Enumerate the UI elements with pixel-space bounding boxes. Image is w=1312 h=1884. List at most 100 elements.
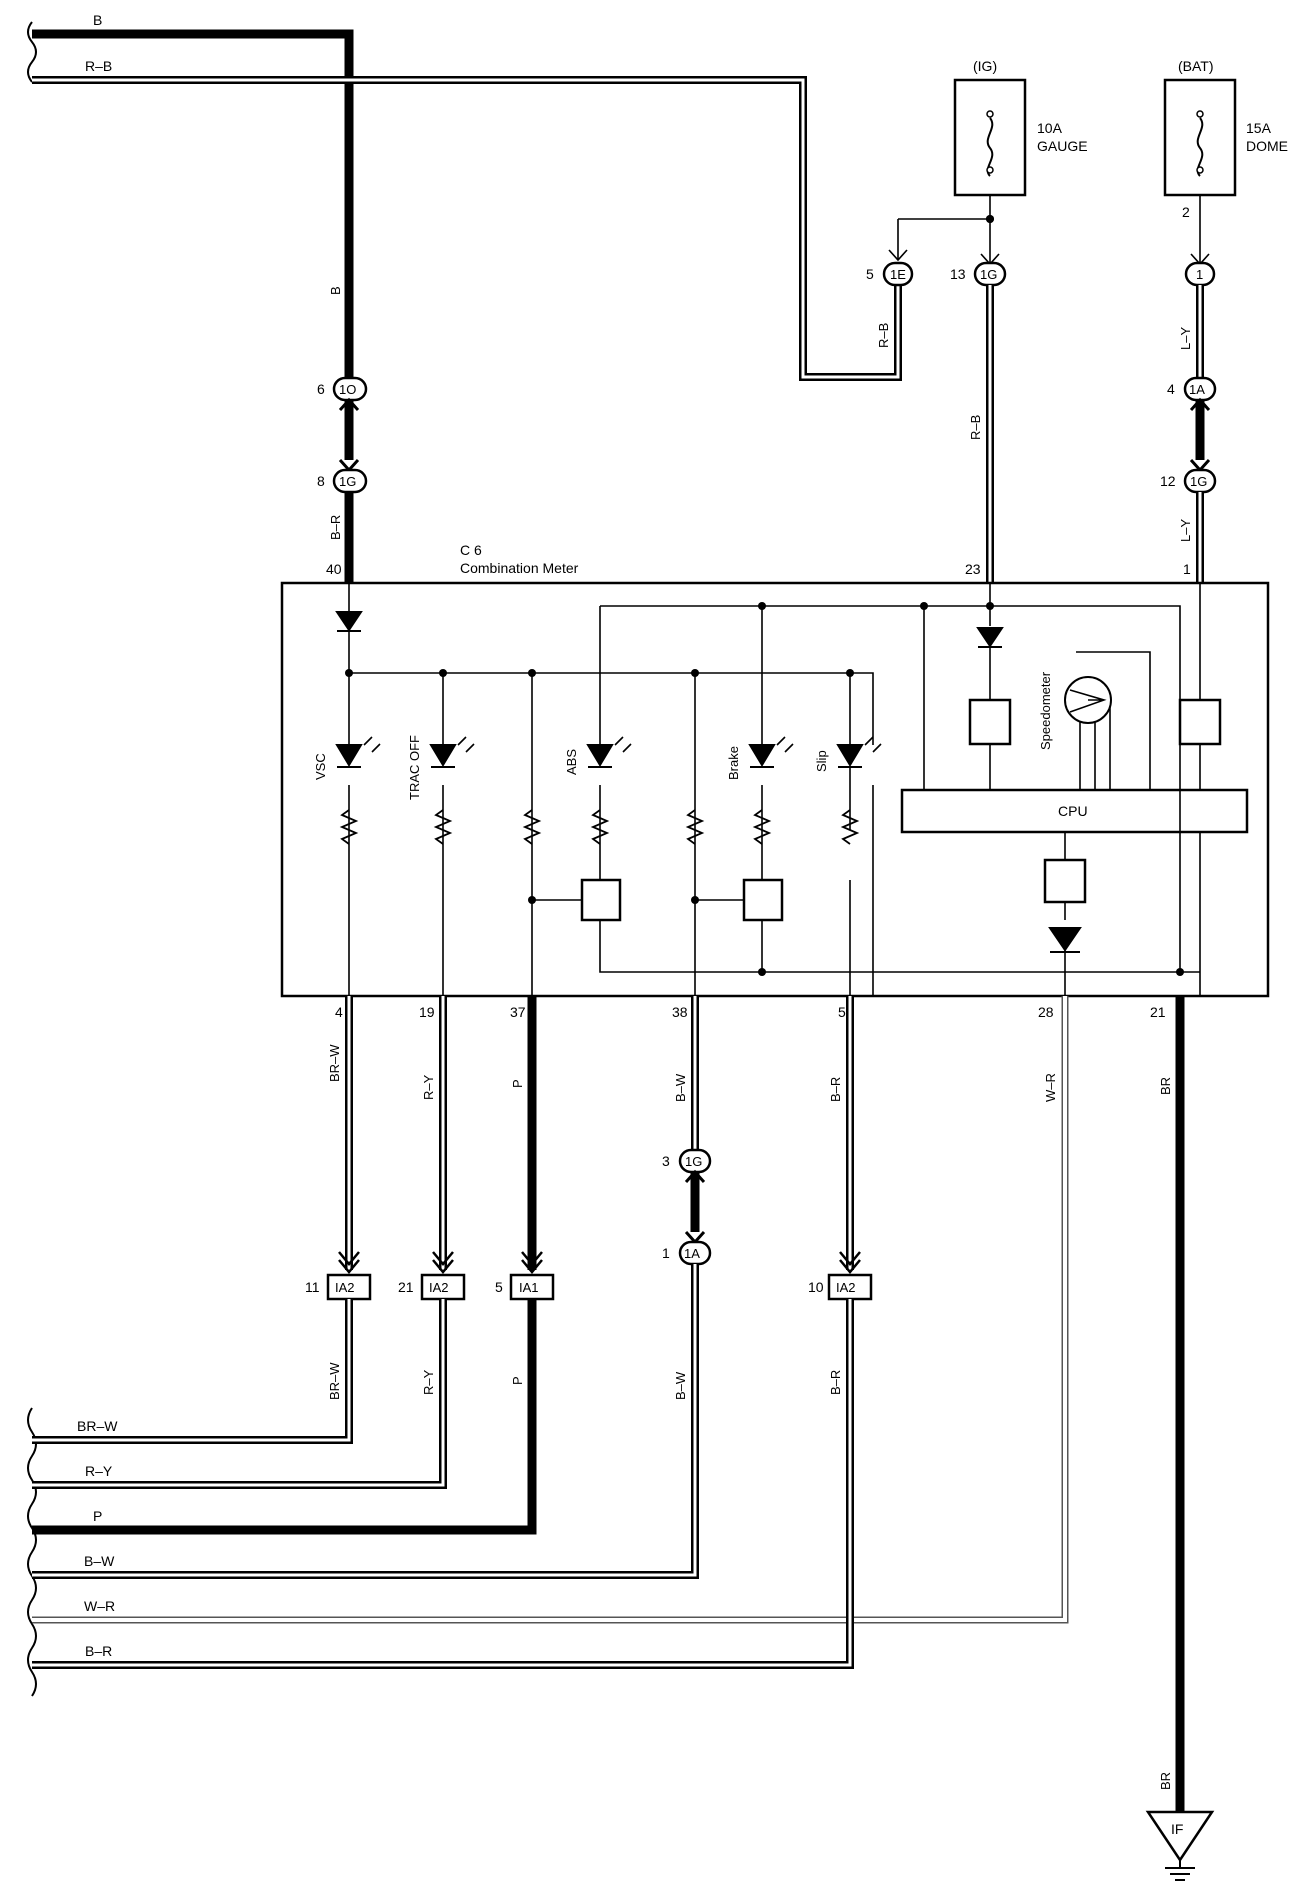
fuse-rating-10a: 10A bbox=[1037, 120, 1063, 136]
wire-label-b-top: B bbox=[93, 12, 102, 28]
label-slip: Slip bbox=[814, 750, 829, 772]
left-wire-brw: BR–W bbox=[77, 1418, 118, 1434]
pin-8-1g: 8 bbox=[317, 473, 325, 489]
cpu-label: CPU bbox=[1058, 803, 1088, 819]
wire-label-br-ground: BR bbox=[1158, 1772, 1173, 1790]
pin-5-1e: 5 bbox=[866, 266, 874, 282]
resistors bbox=[339, 809, 860, 845]
meter-pin-1: 1 bbox=[1183, 561, 1191, 577]
wire-label-bw2: B–W bbox=[673, 1371, 688, 1400]
left-wire-br: B–R bbox=[85, 1643, 112, 1659]
wire-label-brw: BR–W bbox=[327, 1044, 342, 1082]
wire-p-out bbox=[32, 1299, 537, 1535]
wire-rb-top bbox=[32, 76, 902, 381]
meter-code: C 6 bbox=[460, 542, 482, 558]
fuse-source-ig: (IG) bbox=[973, 58, 997, 74]
ground-icon bbox=[1145, 1810, 1215, 1881]
meter-pin-38: 38 bbox=[672, 1004, 688, 1020]
fuse-name-gauge: GAUGE bbox=[1037, 138, 1088, 154]
meter-pin-37: 37 bbox=[510, 1004, 526, 1020]
bat-box bbox=[1178, 698, 1222, 746]
wire-label-rb-right: R–B bbox=[968, 415, 983, 440]
pin-12-1g: 12 bbox=[1160, 473, 1176, 489]
left-wire-p: P bbox=[93, 1508, 102, 1524]
meter-pin-28: 28 bbox=[1038, 1004, 1054, 1020]
wire-label-wr: W–R bbox=[1043, 1073, 1058, 1102]
label-abs: ABS bbox=[564, 749, 579, 775]
junction-dots bbox=[345, 215, 1184, 976]
pin-10-ia2: 10 bbox=[808, 1279, 824, 1295]
driver-box-abs bbox=[580, 878, 622, 922]
svg-text:IA1: IA1 bbox=[519, 1280, 539, 1295]
wire-label-br21: BR bbox=[1158, 1077, 1173, 1095]
label-speedometer: Speedometer bbox=[1038, 671, 1053, 750]
cpu-box bbox=[900, 788, 1249, 834]
meter-pin-4: 4 bbox=[335, 1004, 343, 1020]
meter-pin-19: 19 bbox=[419, 1004, 435, 1020]
left-wire-bw: B–W bbox=[84, 1553, 115, 1569]
wire-label-br2: B–R bbox=[828, 1370, 843, 1395]
svg-text:1G: 1G bbox=[685, 1154, 702, 1169]
wire-label-p: P bbox=[510, 1079, 525, 1088]
left-wire-wr: W–R bbox=[84, 1598, 115, 1614]
pin-4-1a: 4 bbox=[1167, 381, 1175, 397]
fuse-source-bat: (BAT) bbox=[1178, 58, 1214, 74]
fuse-name-dome: DOME bbox=[1246, 138, 1288, 154]
svg-text:1E: 1E bbox=[890, 267, 906, 282]
label-brake: Brake bbox=[726, 746, 741, 780]
led-slip-icon bbox=[836, 736, 882, 768]
pin-5-ia1: 5 bbox=[495, 1279, 503, 1295]
led-brake-icon bbox=[748, 736, 794, 768]
fuse-dome bbox=[1163, 78, 1237, 197]
svg-text:1: 1 bbox=[1196, 267, 1203, 282]
led-vsc-icon bbox=[335, 736, 381, 768]
wire-label-rb-top: R–B bbox=[85, 58, 112, 74]
svg-text:1G: 1G bbox=[980, 267, 997, 282]
label-trac-off: TRAC OFF bbox=[407, 735, 422, 800]
meter-name: Combination Meter bbox=[460, 560, 579, 576]
ground-label-if: IF bbox=[1171, 1821, 1183, 1837]
driver-box-brake bbox=[742, 878, 784, 922]
svg-text:IA2: IA2 bbox=[429, 1280, 449, 1295]
pin-1-1a: 1 bbox=[662, 1245, 670, 1261]
wire-label-ly-top: L–Y bbox=[1178, 327, 1193, 350]
pin-11-ia2: 11 bbox=[305, 1279, 320, 1295]
wire-label-p2: P bbox=[510, 1376, 525, 1385]
diode-output bbox=[1048, 927, 1082, 953]
meter-pin-5: 5 bbox=[838, 1004, 846, 1020]
wire-break-marks bbox=[27, 21, 37, 1697]
pin-21-ia2: 21 bbox=[398, 1279, 414, 1295]
wire-label-ry2: R–Y bbox=[421, 1369, 436, 1395]
svg-text:1A: 1A bbox=[684, 1246, 700, 1261]
meter-pin-21: 21 bbox=[1150, 1004, 1166, 1020]
pin-3-1g: 3 bbox=[662, 1153, 670, 1169]
wire-ry-out bbox=[32, 1299, 447, 1489]
wire-label-rb-mid: R–B bbox=[876, 323, 891, 348]
wire-label-b-vert: B bbox=[328, 286, 343, 295]
svg-text:IA2: IA2 bbox=[335, 1280, 355, 1295]
wire-label-br-left: B–R bbox=[328, 515, 343, 540]
fuse-gauge bbox=[953, 78, 1027, 197]
svg-text:IA2: IA2 bbox=[836, 1280, 856, 1295]
fuse-rating-15a: 15A bbox=[1246, 120, 1272, 136]
meter-pin-23: 23 bbox=[965, 561, 981, 577]
wire-label-ry: R–Y bbox=[421, 1074, 436, 1100]
meter-pin-40: 40 bbox=[326, 561, 342, 577]
connector-1e bbox=[882, 261, 914, 287]
wire-b-top bbox=[32, 29, 354, 388]
left-wire-ry: R–Y bbox=[85, 1463, 113, 1479]
svg-text:1G: 1G bbox=[339, 474, 356, 489]
led-trac-off-icon bbox=[429, 736, 475, 768]
ig-box bbox=[968, 698, 1012, 746]
combination-meter-box bbox=[280, 581, 1270, 998]
diode-ig bbox=[976, 627, 1004, 648]
wire-label-bw: B–W bbox=[673, 1073, 688, 1102]
svg-text:1A: 1A bbox=[1189, 382, 1205, 397]
label-vsc: VSC bbox=[313, 753, 328, 780]
svg-text:1O: 1O bbox=[339, 382, 356, 397]
connector-1g-8 bbox=[332, 468, 368, 494]
pin-13-1g: 13 bbox=[950, 266, 966, 282]
fuse-pin-2: 2 bbox=[1182, 204, 1190, 220]
